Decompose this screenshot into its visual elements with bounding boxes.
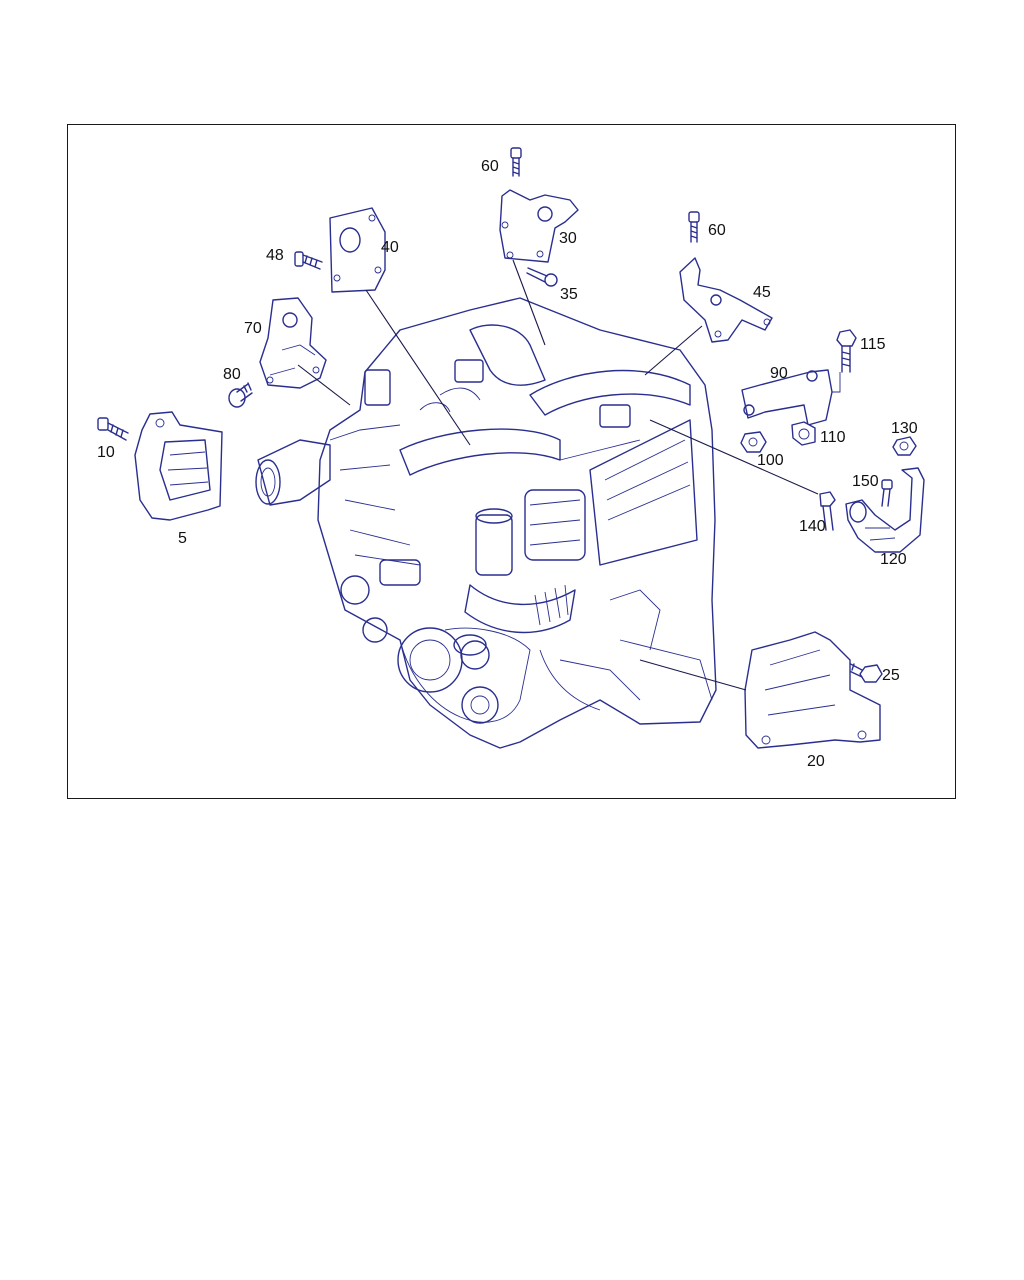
callout-110: 110 xyxy=(820,429,846,446)
callout-130: 130 xyxy=(891,420,918,437)
callout-60-right: 60 xyxy=(708,222,726,239)
callout-45: 45 xyxy=(753,284,771,301)
leader-lines xyxy=(297,259,819,691)
callout-25: 25 xyxy=(882,667,900,684)
plate-40 xyxy=(329,207,386,293)
nut-110 xyxy=(791,421,816,446)
nut-100 xyxy=(740,431,767,453)
bolt-60-right xyxy=(688,211,700,243)
bolt-140 xyxy=(819,491,836,531)
callout-100: 100 xyxy=(757,452,784,469)
nut-130 xyxy=(892,436,917,456)
callout-40: 40 xyxy=(381,239,399,256)
bolt-35 xyxy=(526,267,558,287)
bolt-150 xyxy=(881,479,893,507)
callout-labels: 60 30 60 48 40 35 45 70 115 80 90 10 130… xyxy=(97,158,918,770)
bolt-25 xyxy=(840,659,883,683)
callout-140: 140 xyxy=(799,518,826,535)
bracket-90 xyxy=(741,369,841,426)
callout-35: 35 xyxy=(560,286,578,303)
engine-mount-20 xyxy=(744,631,881,749)
bolt-10 xyxy=(97,417,129,441)
callout-70: 70 xyxy=(244,320,262,337)
diagram-frame xyxy=(67,124,956,799)
bracket-30 xyxy=(499,189,579,263)
engine-mount-5 xyxy=(134,411,223,521)
engine-assembly xyxy=(255,297,717,749)
bolt-48 xyxy=(294,251,323,270)
callout-60-top: 60 xyxy=(481,158,499,175)
bolt-60-top xyxy=(510,147,522,177)
callout-80: 80 xyxy=(223,366,241,383)
callout-20: 20 xyxy=(807,753,825,770)
callout-90: 90 xyxy=(770,365,788,382)
callout-48: 48 xyxy=(266,247,284,264)
bracket-120 xyxy=(845,467,925,553)
callout-120: 120 xyxy=(880,551,907,568)
bolt-115 xyxy=(836,329,857,373)
bracket-45 xyxy=(679,257,773,343)
plate-70 xyxy=(259,297,327,389)
callout-5: 5 xyxy=(178,530,187,547)
callout-30: 30 xyxy=(559,230,577,247)
callout-115: 115 xyxy=(860,336,886,353)
callout-10: 10 xyxy=(97,444,115,461)
callout-150: 150 xyxy=(852,473,879,490)
bolt-80 xyxy=(228,382,253,408)
